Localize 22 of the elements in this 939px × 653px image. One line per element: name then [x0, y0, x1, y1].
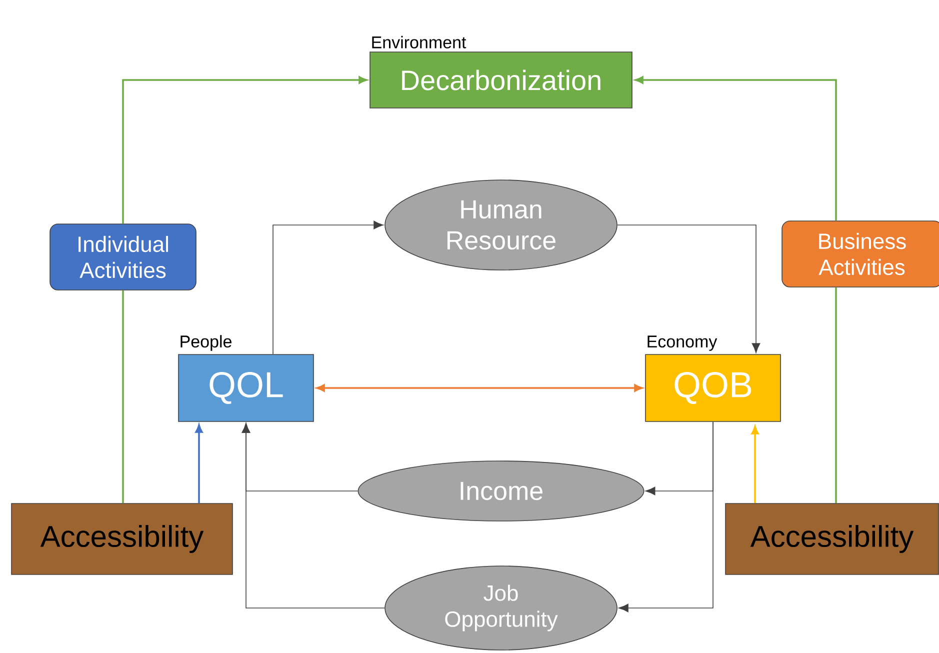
arrow: [272, 220, 384, 354]
process-box: Accessibility: [11, 503, 233, 575]
rounded-box: Individual Activities: [50, 224, 196, 290]
arrow: [618, 422, 714, 612]
rounded-box: Business Activities: [782, 220, 939, 288]
ellipse-node: Job Opportunity: [384, 566, 618, 650]
heading-label: People: [180, 335, 232, 351]
heading-label: Economy: [648, 336, 718, 351]
arrow: [617, 224, 760, 353]
process-box: Decarbonization: [370, 52, 632, 108]
ellipse-node: Income: [358, 460, 644, 522]
process-box: QOL: [178, 354, 314, 422]
arrow: [751, 426, 759, 504]
process-box: Accessibility: [725, 503, 939, 575]
arrow: [122, 76, 368, 224]
arrow: [316, 384, 643, 392]
arrow: [242, 423, 385, 608]
heading-label: Environment: [372, 36, 466, 48]
process-box: QOB: [645, 354, 781, 422]
arrow: [634, 76, 837, 221]
ellipse-node: Human Resource: [384, 180, 618, 270]
arrow: [195, 424, 203, 504]
